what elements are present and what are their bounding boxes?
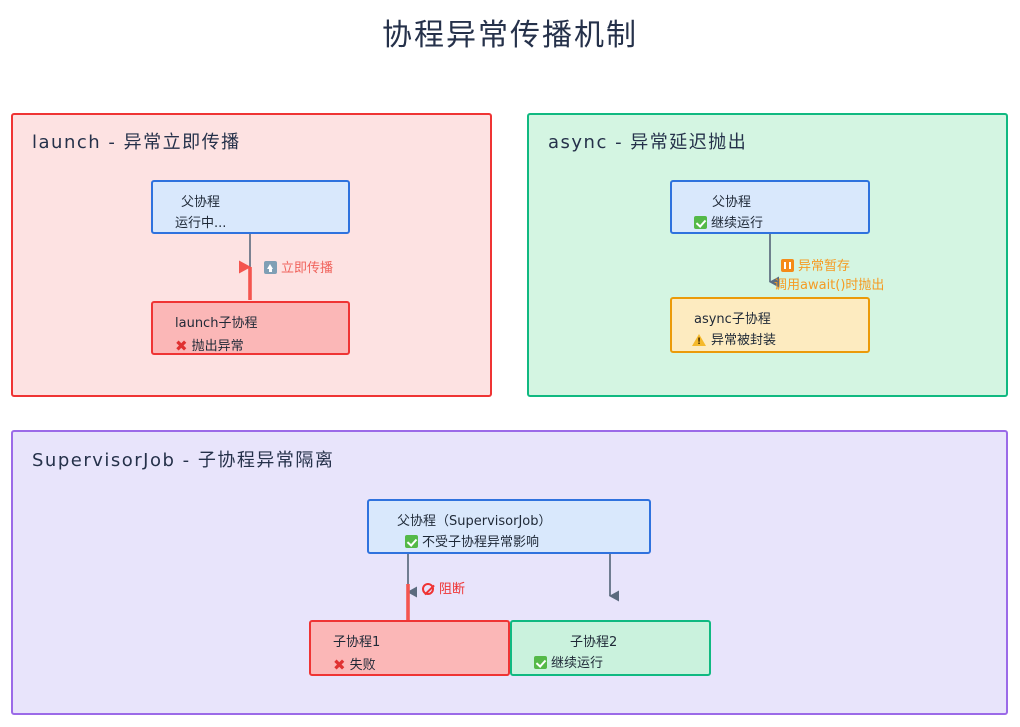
node-supervisor-child-1: 子协程1 ✖失败 xyxy=(309,620,510,676)
up-arrow-icon xyxy=(264,261,277,274)
node-supervisor-child-2-line1: 子协程2 xyxy=(570,635,618,650)
node-launch-parent-line2: 运行中... xyxy=(175,216,227,232)
node-async-child: async子协程 异常被封装 xyxy=(670,297,870,353)
node-async-child-line2: 异常被封装 xyxy=(711,333,777,349)
async-edge-label-line1: 异常暂存 xyxy=(798,259,851,274)
node-supervisor-parent-line1: 父协程（SupervisorJob） xyxy=(397,514,552,529)
launch-edge-label-text: 立即传播 xyxy=(281,261,334,276)
node-supervisor-child-2-line2: 继续运行 xyxy=(551,656,604,672)
node-supervisor-child-1-line2-wrap: ✖失败 xyxy=(311,653,508,678)
check-mark-icon xyxy=(534,656,547,670)
panel-launch-title: launch - 异常立即传播 xyxy=(32,132,241,153)
node-launch-child-line2-wrap: ✖抛出异常 xyxy=(153,334,348,359)
panel-async xyxy=(527,113,1008,397)
page-title: 协程异常传播机制 xyxy=(382,18,638,53)
node-async-parent-line2-wrap: 继续运行 xyxy=(672,213,868,234)
supervisor-edge-label: 阻断 xyxy=(422,581,465,600)
cross-mark-icon: ✖ xyxy=(333,656,346,675)
check-mark-icon xyxy=(694,216,707,230)
node-launch-parent-line1: 父协程 xyxy=(181,195,221,210)
supervisor-edge-label-text: 阻断 xyxy=(439,582,466,597)
check-mark-icon xyxy=(405,535,418,549)
panel-supervisor-title: SupervisorJob - 子协程异常隔离 xyxy=(32,450,335,471)
node-supervisor-child-1-line2: 失败 xyxy=(349,658,376,674)
node-supervisor-child-1-line1: 子协程1 xyxy=(333,635,381,650)
node-supervisor-parent-line2: 不受子协程异常影响 xyxy=(422,535,540,551)
node-async-child-line2-wrap: 异常被封装 xyxy=(672,330,868,351)
cross-mark-icon: ✖ xyxy=(175,337,188,356)
node-launch-parent: 父协程 运行中... xyxy=(151,180,350,234)
node-supervisor-child-2: 子协程2 继续运行 xyxy=(510,620,711,676)
prohibited-icon xyxy=(422,583,434,595)
warning-icon xyxy=(692,334,706,350)
node-supervisor-parent-line2-wrap: 不受子协程异常影响 xyxy=(369,532,649,553)
node-supervisor-parent: 父协程（SupervisorJob） 不受子协程异常影响 xyxy=(367,499,651,554)
pause-icon xyxy=(781,259,794,272)
node-async-child-line1: async子协程 xyxy=(694,312,771,327)
node-supervisor-child-2-line2-wrap: 继续运行 xyxy=(512,653,709,674)
node-launch-child: launch子协程 ✖抛出异常 xyxy=(151,301,350,355)
node-async-parent-line1: 父协程 xyxy=(712,195,752,210)
node-async-parent-line2: 继续运行 xyxy=(711,216,764,232)
node-async-parent: 父协程 继续运行 xyxy=(670,180,870,234)
node-launch-child-line2: 抛出异常 xyxy=(191,339,244,355)
launch-edge-label: 立即传播 xyxy=(264,260,333,279)
async-edge-label: 异常暂存 调用await()时抛出 xyxy=(774,258,884,296)
panel-async-title: async - 异常延迟抛出 xyxy=(548,132,748,153)
node-launch-child-line1: launch子协程 xyxy=(175,316,258,331)
async-edge-label-line2: 调用await()时抛出 xyxy=(774,277,885,293)
